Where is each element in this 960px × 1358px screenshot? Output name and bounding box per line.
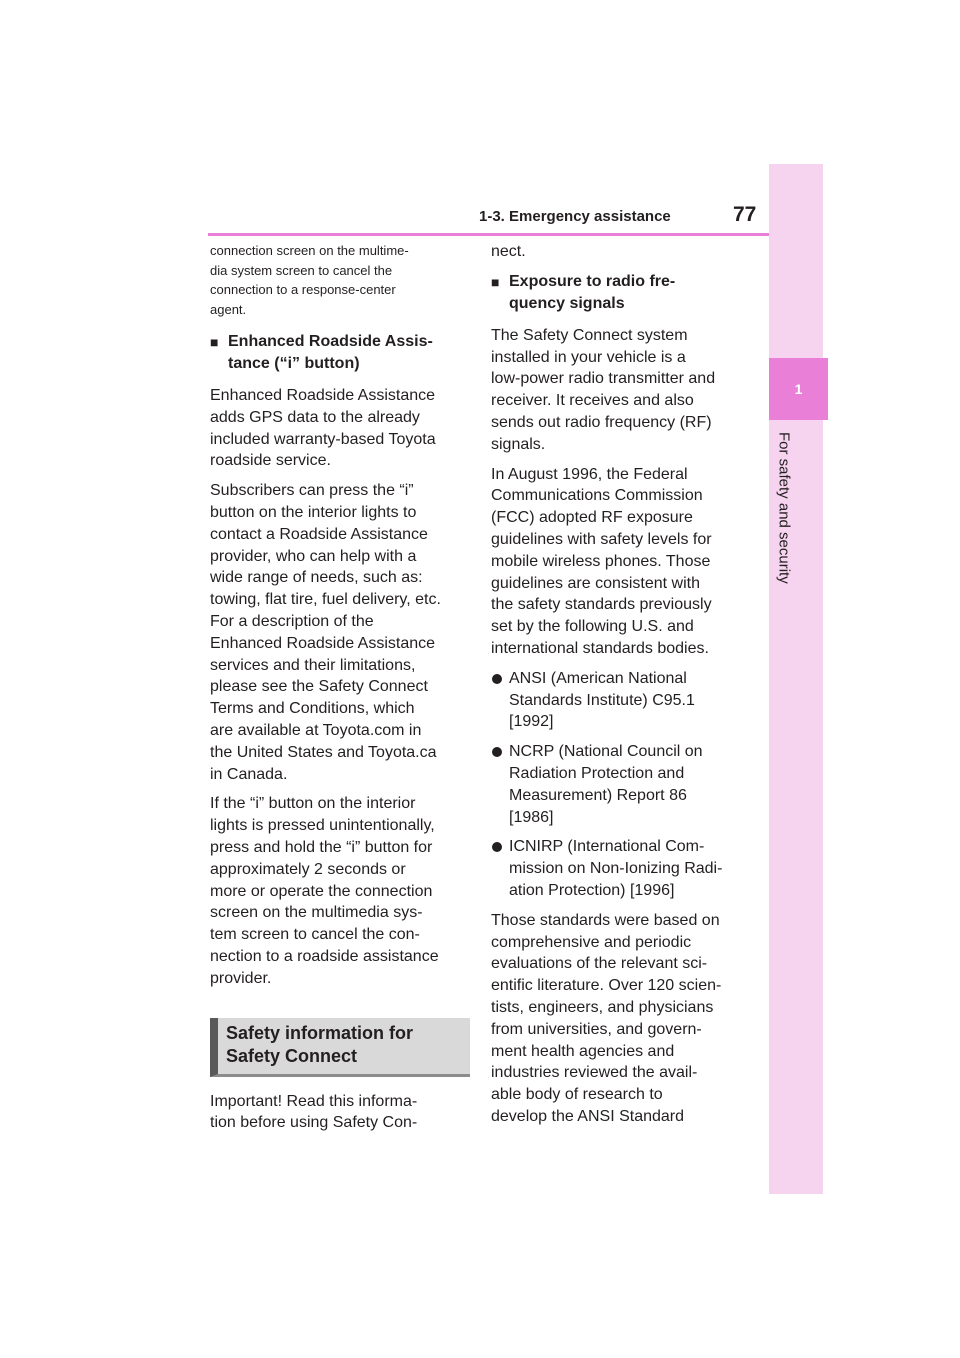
page-number: 77 — [733, 203, 757, 226]
bullet-dot-icon — [491, 836, 509, 901]
paragraph: The Safety Connect system installed in y… — [491, 326, 716, 453]
square-bullet-icon: ■ — [210, 334, 219, 350]
paragraph: If the “i” button on the interior lights… — [210, 795, 439, 987]
paragraph: Subscribers can press the “i” button on … — [210, 482, 441, 783]
chapter-number-tab[interactable]: 1 — [769, 358, 828, 420]
chapter-label: For safety and security — [775, 432, 793, 584]
right-column: nect. ■ Exposure to radio fre- quency si… — [491, 241, 753, 1136]
list-item-text: ANSI (American National Standards Instit… — [509, 669, 695, 731]
list-item: NCRP (National Council on Radiation Prot… — [491, 741, 753, 828]
left-column: connection screen on the multime- dia sy… — [210, 241, 470, 1142]
heading-roadside-text: Enhanced Roadside Assis- tance (“i” butt… — [228, 333, 433, 372]
section-heading-box: Safety information for Safety Connect — [210, 1017, 470, 1077]
list-item-text: ICNIRP (International Com- mission on No… — [509, 838, 723, 899]
paragraph: In August 1996, the Federal Communicatio… — [491, 465, 712, 657]
paragraph: Important! Read this informa- tion befor… — [210, 1092, 418, 1132]
heading-radio-text: Exposure to radio fre- quency signals — [509, 272, 676, 312]
square-bullet-icon: ■ — [491, 273, 500, 290]
heading-roadside-assistance: ■ Enhanced Roadside Assis- tance (“i” bu… — [210, 331, 470, 375]
paragraph: Enhanced Roadside Assistance adds GPS da… — [210, 387, 436, 470]
list-item: ANSI (American National Standards Instit… — [491, 668, 753, 733]
list-item-text: NCRP (National Council on Radiation Prot… — [509, 743, 703, 826]
bullet-dot-icon — [491, 668, 509, 733]
paragraph: Those standards were based on comprehens… — [491, 911, 722, 1125]
list-item: ICNIRP (International Com- mission on No… — [491, 836, 753, 901]
header-divider — [208, 233, 769, 236]
continued-text: nect. — [491, 243, 526, 260]
intro-text: connection screen on the multime- dia sy… — [210, 243, 409, 317]
heading-radio-frequency: ■ Exposure to radio fre- quency signals — [491, 271, 753, 315]
bullet-dot-icon — [491, 741, 509, 828]
chapter-side-tab — [769, 164, 823, 1194]
section-title: 1-3. Emergency assistance — [479, 208, 671, 225]
